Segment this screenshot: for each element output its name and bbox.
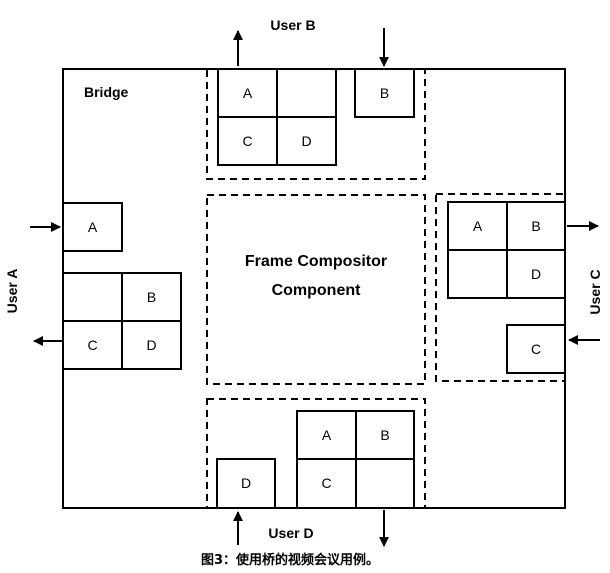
cell-label-b: B (531, 218, 540, 234)
figure-caption: 图3：使用桥的视频会议用例。 (201, 552, 379, 568)
grid-cell-b (121, 272, 182, 322)
cell-label-a: A (243, 85, 253, 101)
grid-cell-d (506, 249, 566, 299)
grid-cell-b (506, 201, 566, 251)
user-a-outgoing-grid: B C D (62, 272, 182, 370)
compositor-label-line2: Component (272, 282, 362, 299)
user-b-outgoing-grid: A C D (217, 68, 337, 166)
grid-cell-d (121, 320, 182, 370)
cell-label-c: C (321, 475, 331, 491)
grid-cell-empty (447, 249, 508, 299)
compositor-label-line1: Frame Compositor (245, 253, 387, 270)
cell-label-a: A (88, 219, 98, 235)
cell-label-c: C (87, 337, 97, 353)
cell-label-a: A (473, 218, 483, 234)
user-a-incoming-tile: A (62, 202, 123, 252)
bridge-label: Bridge (84, 84, 129, 100)
cell-label-c: C (242, 133, 252, 149)
cell-label-d: D (146, 337, 156, 353)
cell-label-c: C (531, 341, 541, 357)
cell-label-b: B (147, 289, 156, 305)
grid-cell-empty (276, 68, 337, 118)
user-d-label: User D (268, 525, 313, 541)
cell-label-b: B (380, 427, 389, 443)
cell-label-b: B (380, 85, 389, 101)
tile-b (354, 68, 415, 118)
user-c-outgoing-grid: A B D (447, 201, 566, 299)
cell-label-d: D (241, 475, 251, 491)
frame-compositor-box (206, 194, 426, 385)
grid-cell-a (217, 68, 278, 118)
grid-cell-b (355, 410, 415, 460)
cell-label-a: A (322, 427, 332, 443)
tile-c (506, 324, 566, 374)
user-c-label: User C (587, 269, 603, 314)
user-d-incoming-tile: D (216, 458, 276, 509)
grid-cell-empty (355, 458, 415, 509)
user-d-outgoing-grid: A B C (296, 410, 415, 509)
cell-label-d: D (301, 133, 311, 149)
user-b-incoming-tile: B (354, 68, 415, 118)
grid-cell-d (276, 116, 337, 166)
tile-d (216, 458, 276, 509)
user-a-label: User A (4, 269, 20, 314)
cell-label-d: D (531, 266, 541, 282)
user-b-label: User B (270, 17, 315, 33)
tile-a (62, 202, 123, 252)
grid-cell-empty (62, 272, 123, 322)
user-c-incoming-tile: C (506, 324, 566, 374)
